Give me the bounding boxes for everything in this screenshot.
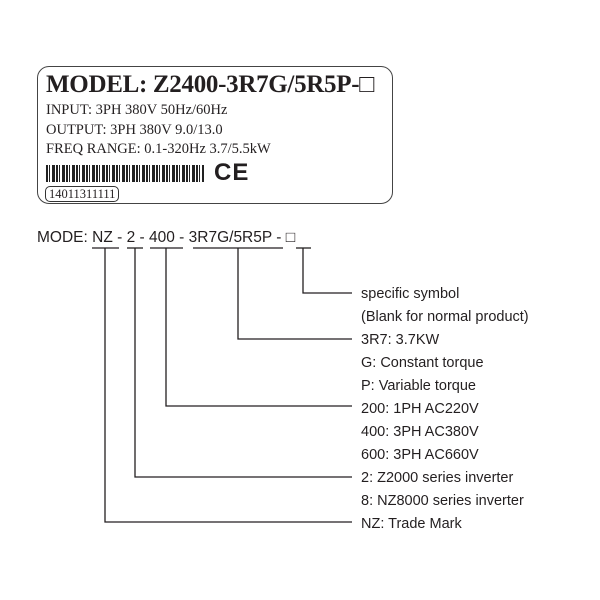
- desc-series-8: 8: NZ8000 series inverter: [361, 493, 524, 509]
- leader-voltage: [165, 248, 352, 407]
- code-part-voltage: 400: [148, 229, 175, 246]
- mode-code: MODE: NZ - 2 - 400 - 3R7G/5R5P - □: [37, 229, 295, 247]
- leader-power: [237, 248, 352, 340]
- code-part-symbol: □: [285, 229, 296, 246]
- leader-symbol: [302, 248, 352, 294]
- model-title: MODEL: Z2400-3R7G/5R5P-□: [46, 71, 375, 98]
- nameplate-label: MODEL: Z2400-3R7G/5R5P-□ INPUT: 3PH 380V…: [37, 66, 393, 204]
- separator: -: [135, 229, 149, 246]
- desc-series-2: 2: Z2000 series inverter: [361, 470, 514, 486]
- separator: -: [112, 229, 127, 246]
- output-spec: OUTPUT: 3PH 380V 9.0/13.0: [46, 122, 223, 138]
- leader-series: [134, 248, 352, 478]
- desc-power: 3R7: 3.7KW: [361, 332, 440, 348]
- separator: -: [271, 229, 286, 246]
- desc-constant-torque: G: Constant torque: [361, 355, 484, 371]
- desc-trademark: NZ: Trade Mark: [361, 516, 462, 532]
- code-part-power: 3R7G/5R5P: [188, 229, 272, 246]
- serial-number: 14011311111: [45, 186, 120, 202]
- input-spec: INPUT: 3PH 380V 50Hz/60Hz: [46, 102, 228, 118]
- code-part-series: 2: [126, 229, 136, 246]
- leader-trademark: [104, 248, 352, 523]
- freq-range-spec: FREQ RANGE: 0.1-320Hz 3.7/5.5kW: [46, 141, 271, 157]
- desc-symbol: specific symbol: [361, 286, 460, 302]
- barcode: [46, 165, 204, 182]
- desc-voltage-200: 200: 1PH AC220V: [361, 401, 479, 417]
- ce-mark-icon: CE: [214, 159, 250, 186]
- desc-variable-torque: P: Variable torque: [361, 378, 476, 394]
- separator: -: [174, 229, 189, 246]
- desc-voltage-400: 400: 3PH AC380V: [361, 424, 479, 440]
- desc-symbol-note: (Blank for normal product): [361, 309, 529, 325]
- desc-voltage-600: 600: 3PH AC660V: [361, 447, 479, 463]
- code-part-trademark: NZ: [92, 229, 113, 246]
- mode-prefix: MODE:: [37, 229, 93, 246]
